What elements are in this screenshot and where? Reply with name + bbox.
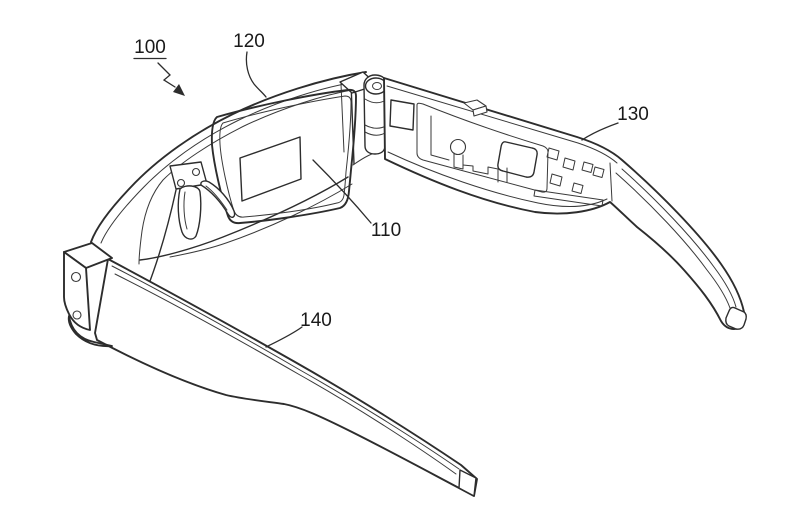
- speaker-stem: [453, 152, 464, 170]
- nose-pad-rear-inner: [205, 185, 228, 211]
- lens-opening-outer: [210, 88, 357, 225]
- right-temple-top-inner-edge: [386, 85, 618, 164]
- connector-slot: [533, 189, 604, 207]
- right-temple-open: [383, 77, 747, 330]
- ref-100-arrowhead: [173, 84, 185, 96]
- circuit-board: [389, 99, 605, 207]
- label-110: 110: [312, 159, 401, 241]
- camera-window: [389, 99, 415, 131]
- right-temple-bottom-inner-edge: [387, 151, 608, 207]
- frame-outer-silhouette: [90, 71, 367, 243]
- bracket-screw-right: [191, 167, 201, 177]
- ref-120-leader: [245, 51, 267, 98]
- ref-number-100: 100: [134, 37, 166, 58]
- circuit-trace-vertical: [430, 115, 450, 161]
- temple-cavity-outline: [416, 102, 549, 193]
- hinge: [363, 74, 388, 155]
- speaker-circle: [449, 138, 467, 156]
- hinge-knuckle-3: [364, 131, 386, 136]
- ear-hook-highlight-2: [615, 172, 731, 309]
- display-area-outline: [239, 136, 302, 202]
- label-140: 140: [265, 310, 332, 348]
- ref-110-leader: [312, 159, 372, 224]
- nose-pad-front-inner: [183, 191, 188, 230]
- ref-number-110: 110: [371, 220, 401, 241]
- label-130: 130: [581, 104, 649, 141]
- block-screw-bottom: [72, 310, 82, 320]
- left-temple-body: [94, 258, 478, 497]
- left-temple-tip-cap: [458, 469, 477, 497]
- battery-outline: [497, 141, 538, 178]
- block-foot-cap: [67, 315, 113, 348]
- temple-button-side: [472, 105, 488, 117]
- ref-130-leader: [581, 122, 619, 141]
- block-screw-top: [70, 271, 82, 283]
- ref-number-140: 140: [300, 310, 332, 331]
- circuit-trace-steps: [462, 164, 499, 183]
- ref-100-zigzag: [157, 62, 176, 88]
- nose-pad-front: [177, 185, 202, 240]
- ear-hook-tip-cap: [725, 306, 747, 330]
- ref-number-120: 120: [233, 31, 265, 52]
- temple-end-face-edge: [609, 162, 613, 202]
- label-100: 100: [133, 37, 185, 96]
- bracket-screw-left: [176, 178, 186, 188]
- ref-140-leader: [265, 326, 303, 348]
- right-temple-body: [383, 77, 746, 330]
- contact-pads: [546, 147, 605, 194]
- left-temple-folded: [63, 242, 478, 497]
- hinge-pin-hole: [372, 82, 382, 90]
- frame-end-face-edge-1: [340, 83, 345, 153]
- left-temple-face-line-1: [111, 265, 460, 470]
- frame-top-bevel-1: [100, 80, 362, 244]
- lens: [130, 88, 357, 322]
- frame-bottom-edge-2: [169, 183, 353, 258]
- front-frame: [90, 71, 386, 265]
- reference-labels: 100 120 130 110 140: [133, 31, 649, 348]
- ref-number-130: 130: [617, 104, 649, 125]
- frame-end-block-front: [63, 251, 91, 331]
- left-temple-face-line-2: [114, 273, 457, 475]
- nose-pads: [169, 161, 236, 240]
- frame-bottom-edge-1: [139, 176, 349, 261]
- label-120: 120: [233, 31, 267, 98]
- lens-opening-inner: [219, 95, 352, 218]
- ear-hook-highlight-1: [621, 168, 737, 308]
